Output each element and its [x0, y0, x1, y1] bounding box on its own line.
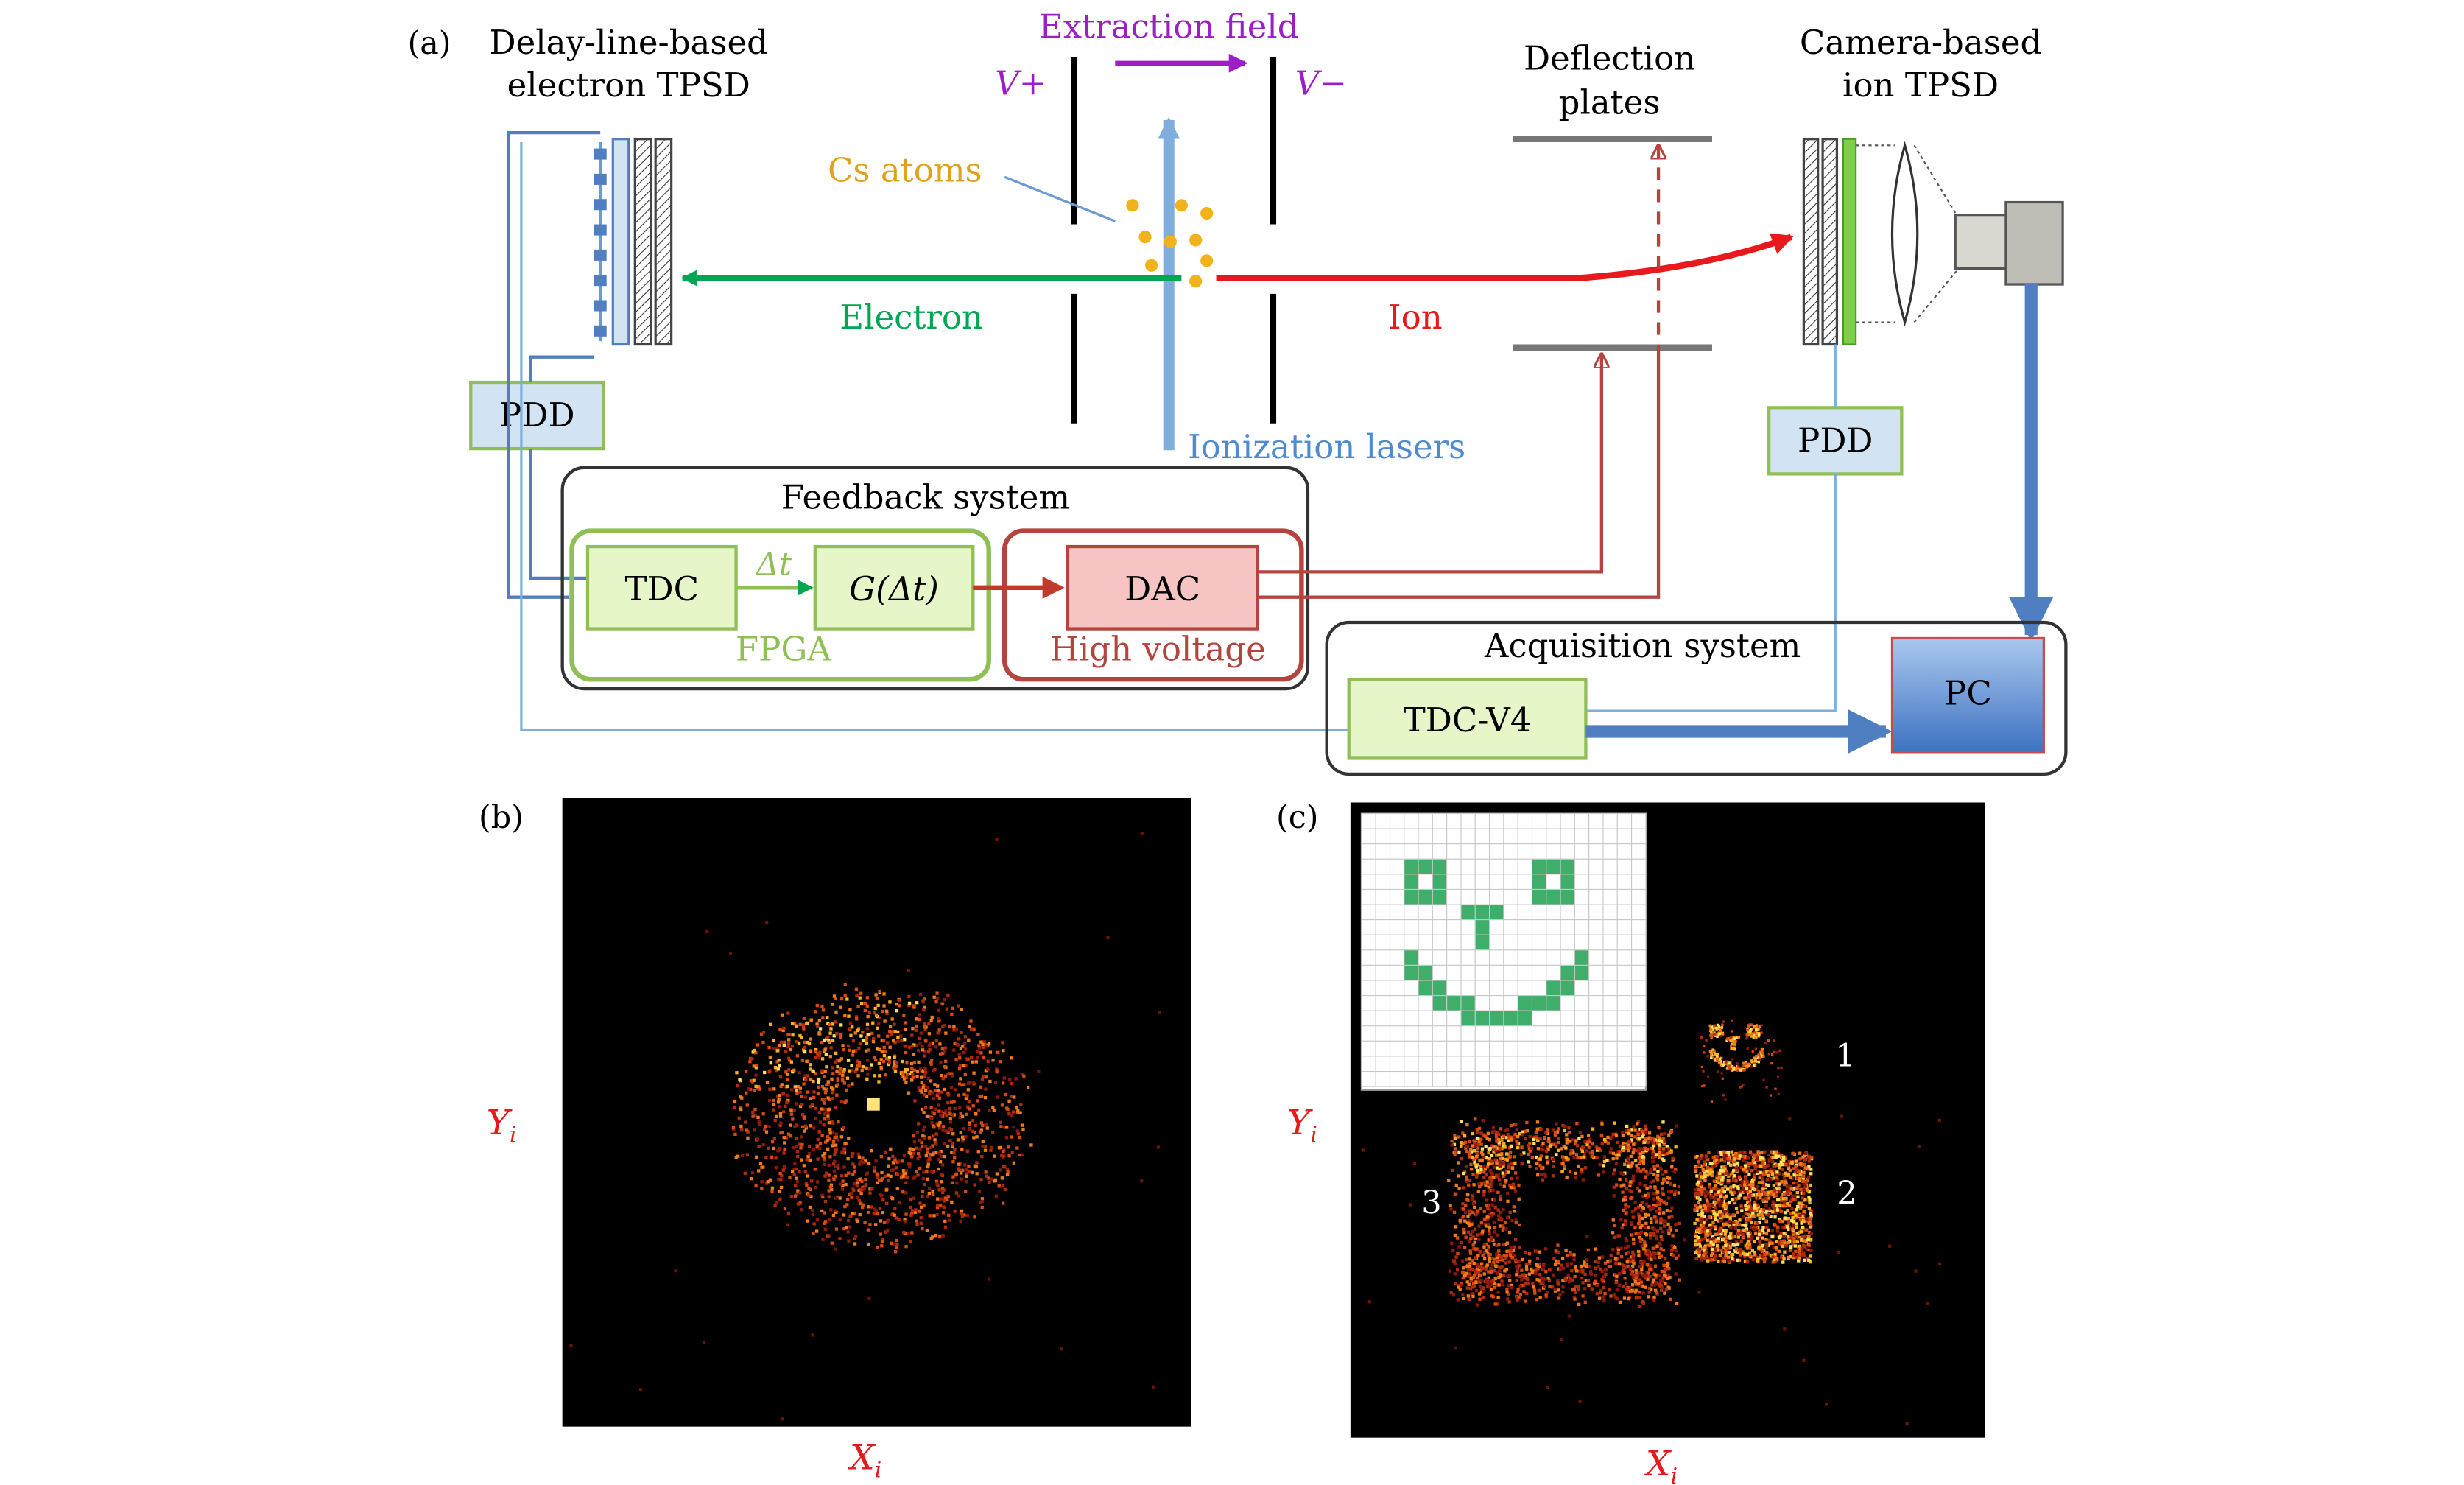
ion-label: Ion [1388, 298, 1443, 337]
feedback-system-label: Feedback system [781, 478, 1070, 517]
pc-box [1890, 636, 2045, 754]
tdc-box [585, 544, 738, 631]
electron-tpsd-title-line2: electron TPSD [507, 66, 750, 105]
panel-b-xlabel: Xi [847, 1438, 881, 1484]
fpga-label: FPGA [736, 629, 831, 668]
smiley-pattern-inset [1360, 812, 1647, 1091]
v-plus-label: V+ [995, 64, 1046, 103]
v-minus-label: V− [1295, 64, 1347, 103]
ionization-lasers-label: Ionization lasers [1188, 427, 1465, 466]
dac-label: DAC [1124, 569, 1200, 608]
pattern-1-label: 1 [1835, 1038, 1855, 1075]
panel-a-label: (a) [407, 25, 451, 62]
pdd-right-box [1767, 406, 1904, 476]
tdc-v4-label: TDC-V4 [1404, 701, 1532, 740]
dac-to-lower-plate-line [1257, 354, 1602, 574]
high-voltage-label: High voltage [1050, 629, 1266, 668]
tdc-v4-box [1347, 678, 1588, 760]
panel-c: (c) 1 2 3 Yi Xi [1276, 799, 1986, 1485]
g-delta-t-box [813, 544, 975, 631]
pdd-left-label: PDD [499, 396, 574, 435]
cs-atoms-label: Cs atoms [828, 151, 982, 190]
panel-b-center-spot [867, 1098, 880, 1111]
high-voltage-box [1002, 528, 1304, 682]
pattern-3-frame-distribution [1361, 1114, 1942, 1426]
pattern-2-label: 2 [1837, 1175, 1856, 1212]
ion-detector [1802, 138, 1960, 346]
ion-trajectory [1216, 233, 1795, 281]
pdd-left-box [469, 380, 605, 451]
ion-tpsd-title-line1: Camera-based [1800, 23, 2041, 62]
extraction-field-label: Extraction field [1039, 7, 1299, 46]
feedback-system-box [560, 466, 1310, 691]
tdc-label: TDC [624, 569, 699, 608]
electron-detector [594, 138, 673, 346]
panel-b-image [562, 798, 1191, 1427]
panel-a: (a) Delay-line-based electron TPSD Extra… [407, 7, 2068, 776]
panel-b-label: (b) [479, 799, 524, 836]
panel-b-ylabel: Yi [487, 1103, 517, 1148]
acquisition-system-label: Acquisition system [1484, 626, 1801, 665]
pattern-2-square-distribution [1693, 1150, 1814, 1264]
electron-detector-wiring [507, 131, 1349, 731]
fpga-box [569, 528, 991, 682]
panel-c-ylabel: Yi [1287, 1103, 1317, 1148]
g-delta-t-label: G(Δt) [849, 569, 939, 608]
panel-c-xlabel: Xi [1643, 1444, 1678, 1485]
deflection-plates-line2: plates [1559, 82, 1661, 122]
dac-box [1066, 544, 1259, 631]
acquisition-system-box [1325, 620, 2068, 776]
delta-t-label: Δt [755, 547, 792, 583]
electron-label: Electron [839, 298, 983, 337]
cs-atoms-pointer [1004, 175, 1116, 222]
panel-b: (b) Yi Xi [479, 798, 1191, 1483]
pc-label: PC [1944, 674, 1992, 713]
ion-tpsd-title-line2: ion TPSD [1842, 66, 1999, 105]
camera-icon [1954, 200, 2064, 286]
electron-tpsd-title-line1: Delay-line-based [489, 23, 767, 62]
panel-c-label: (c) [1276, 799, 1318, 836]
dac-to-upper-plate-line [1257, 357, 1661, 599]
deflection-plates-line1: Deflection [1524, 38, 1695, 77]
cs-atoms-cloud [1126, 199, 1214, 288]
ion-detector-wiring [1585, 344, 1837, 712]
pattern-1-smiley-distribution [1700, 1019, 1783, 1103]
pdd-right-label: PDD [1798, 421, 1873, 460]
panel-b-ion-ring-distribution [569, 831, 1161, 1421]
pattern-3-label: 3 [1421, 1184, 1441, 1221]
